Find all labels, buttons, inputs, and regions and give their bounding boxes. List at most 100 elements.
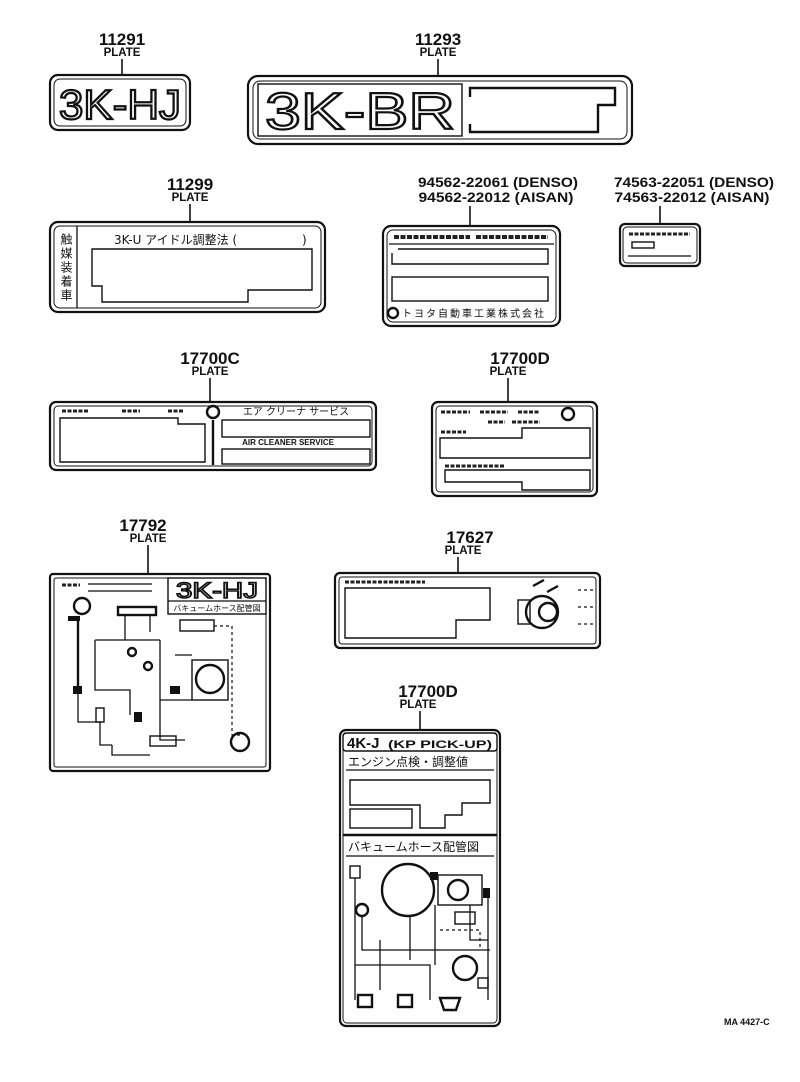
fitting-icon [142,660,154,672]
plate-heading: 3K-U アイドル調整法 ( [114,232,237,247]
fitting-icon [73,686,82,694]
plate-inner-border [435,405,594,493]
plate-inner-border [53,577,267,768]
plate-outline [338,728,502,1028]
fitting-icon [68,616,80,621]
part-74563: 74563-22051 (DENSO) 74563-22012 (AISAN) [614,175,774,268]
vacuum-hose-diagram [68,596,251,756]
value-field-outline [221,448,371,465]
service-title: エア クリーナ サービス [243,406,349,418]
part-number-denso: 94562-22061 (DENSO) [418,175,578,190]
plate-engine-code: 3K-HJ [59,81,181,128]
carburetor-icon [116,605,158,617]
part-11291: 11291 PLATE 3K-HJ [48,30,192,132]
part-17700d-lower: 17700D PLATE 4K-J (KP PICK-UP) エンジン点検・調整… [338,682,502,1028]
plate-outline [430,400,599,498]
sensor-icon [356,993,374,1009]
fitting-icon [430,872,438,880]
carburetor-icon [437,874,483,906]
fitting-icon [170,686,180,694]
value-field-outline [91,248,313,303]
section-engine-tuneup: エンジン点検・調整値 [348,754,468,769]
part-17627: 17627 PLATE [333,528,602,650]
hose-line [111,745,150,756]
part-number: 11291 [99,30,145,49]
hose-line [94,615,160,715]
vsv-icon [454,911,476,925]
part-name: PLATE [445,545,482,557]
valve-icon [149,735,177,747]
figure-code: MA 4427-C [724,1017,770,1027]
part-number: 11299 [167,175,213,194]
part-number: 17627 [446,528,493,547]
mounting-hole [560,406,576,422]
diagram-caption: バキュームホース配管図 [173,603,260,613]
hose-line [440,929,481,950]
mounting-hole [205,404,221,420]
part-number: 11293 [415,30,461,49]
part-17700d-upper: 17700D PLATE [430,349,599,498]
sensor-icon [229,731,251,753]
part-number-aisan: 74563-22012 (AISAN) [615,190,770,205]
pump-icon [451,954,479,982]
fitting-icon [126,646,138,658]
motion-marks [532,578,559,594]
check-valve-icon [95,707,105,723]
blank-field-outline [468,86,617,134]
fitting-icon [134,712,142,722]
plate-inner-border [252,80,628,140]
value-rules [88,583,152,592]
part-11293: 11293 PLATE 3K-BR [246,30,634,146]
valve-icon [72,596,92,616]
part-17792: 17792 PLATE 3K-HJ バキュームホース配管図 [48,516,272,773]
part-name: PLATE [130,533,167,545]
hose-line [214,625,240,736]
value-field-outline [444,469,591,491]
part-number: 17700D [490,349,550,368]
part-number: 17700C [180,349,240,368]
value-field-outline [439,427,591,459]
toyota-logo-icon [386,306,400,320]
pump-housing [517,599,531,625]
part-name: PLATE [192,366,229,378]
dashed-marks [578,589,596,625]
part-name: PLATE [490,366,527,378]
part-11299: 11299 PLATE 3K-U アイドル調整法 ( ) [48,175,327,314]
engine-code-box [257,83,463,137]
value-field-outline [391,276,549,302]
model-box [342,732,498,752]
plate-outline [48,73,192,132]
plate-engine-code: 3K-BR [265,83,455,141]
part-94562: 94562-22061 (DENSO) 94562-22012 (AISAN) … [381,175,578,328]
diaphragm-housing [191,659,229,701]
part-name: PLATE [400,699,437,711]
part-number-denso: 74563-22051 (DENSO) [614,175,774,190]
plate-outline [246,74,634,146]
value-field-outline [344,587,491,639]
plate-inner-border [622,226,698,264]
plate-inner-border [386,229,557,323]
part-name: PLATE [172,192,209,204]
air-cleaner-icon [380,862,436,918]
check-valve-icon [477,977,489,989]
plate-engine-code: 3K-HJ [176,578,258,603]
service-title-english: AIR CLEANER SERVICE [242,438,335,447]
fitting-icon [483,888,490,898]
hose-line [355,964,431,1000]
part-number: 17792 [119,516,166,535]
hose-line [354,878,490,1000]
value-field-outline [349,808,413,829]
valve-icon [438,996,462,1012]
air-pump-icon [517,578,596,630]
vacuum-hose-diagram [349,862,490,1012]
value-field-outline [391,248,549,265]
engine-code-box [167,577,267,615]
plate-heading-close: ) [302,233,307,247]
diaphragm-icon [446,878,470,902]
value-field-outline [59,417,206,463]
fine-print-marks [441,410,540,434]
plate-inner-border [53,225,322,309]
plate-inner-border [53,78,187,127]
part-name: PLATE [104,47,141,59]
